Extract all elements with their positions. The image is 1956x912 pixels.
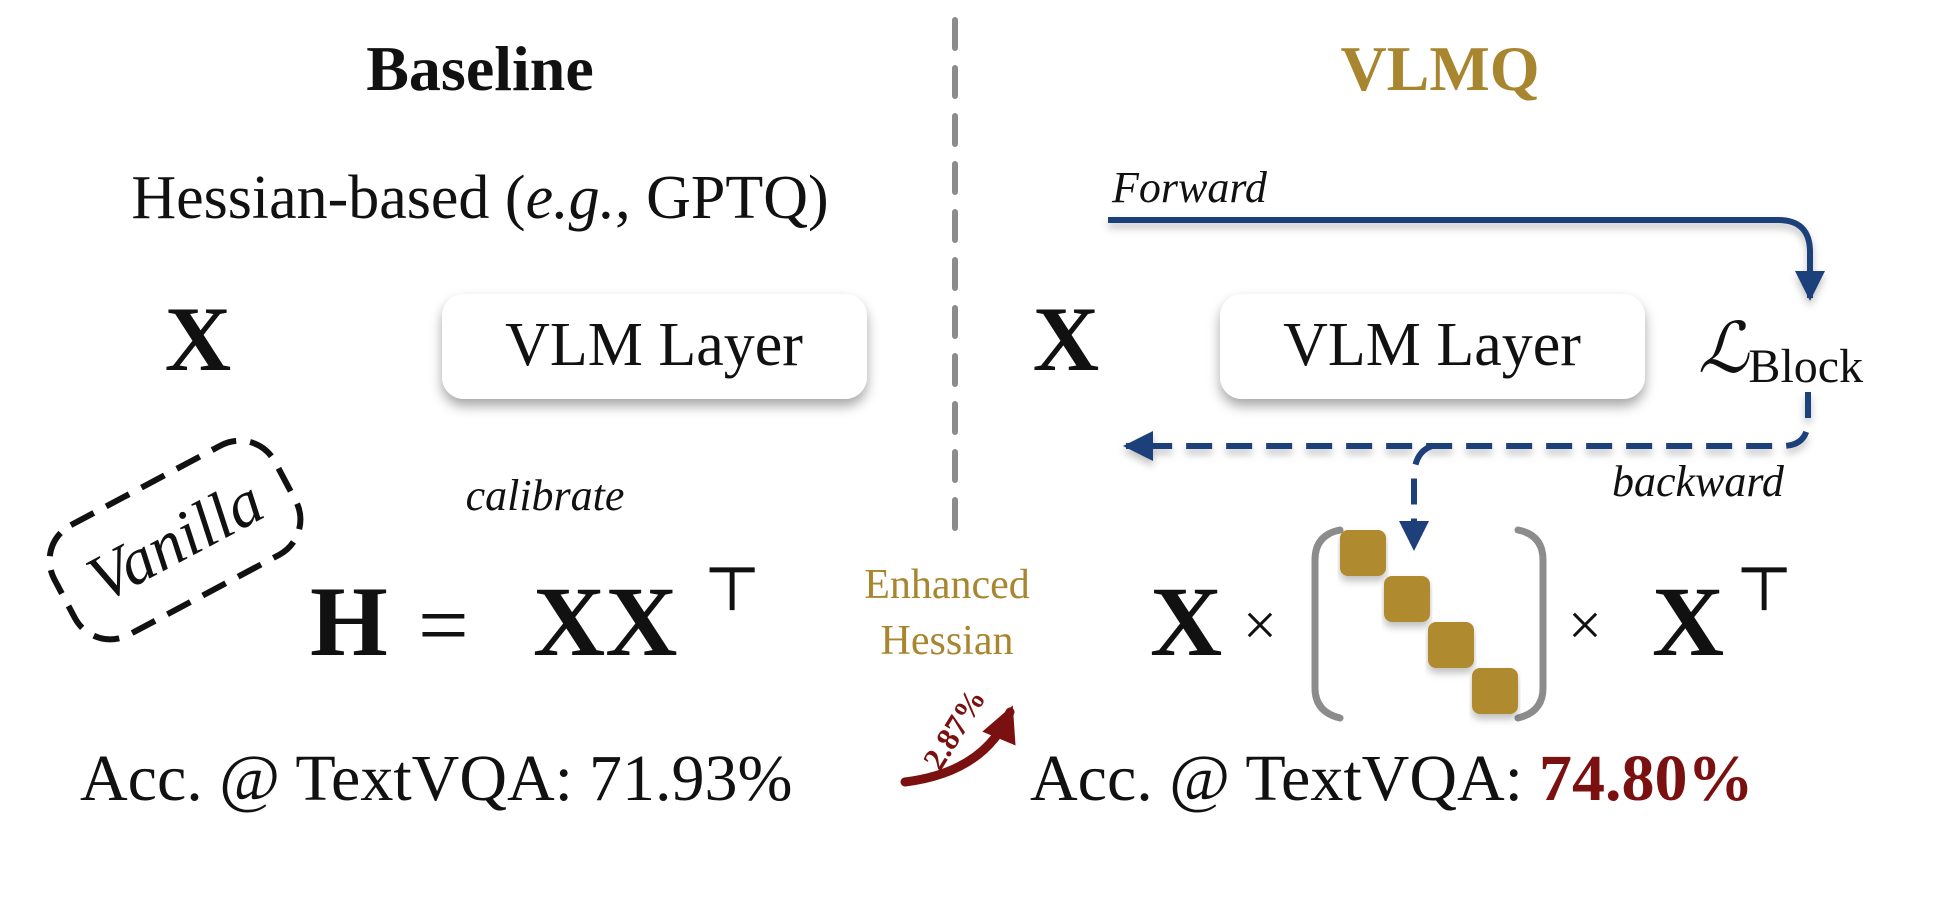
gain-label: 2.87% (915, 682, 992, 776)
loss-block: ℒBlock (1698, 311, 1863, 393)
vlmq-title: VLMQ (1340, 33, 1539, 104)
vanilla-tag: Vanilla (46, 437, 304, 643)
backward-arrow (1123, 392, 1811, 461)
formula-times-left: × (1243, 592, 1277, 658)
enhanced-hessian-formula: X × × X ⊤ (1150, 526, 1793, 722)
gain-arrow (900, 705, 1016, 787)
formula-x-right: X (1652, 566, 1724, 677)
formula-times-right: × (1568, 592, 1602, 658)
formula-h: H (310, 566, 388, 677)
matrix-bracket-left (1311, 526, 1344, 722)
baseline-vlm-layer-box: VLM Layer (442, 294, 867, 399)
baseline-accuracy: Acc. @ TextVQA:71.93% (80, 742, 793, 815)
diag-block-3 (1428, 622, 1474, 668)
baseline-title: Baseline (366, 33, 594, 104)
vlmq-vlm-layer-box: VLM Layer (1220, 294, 1645, 399)
diag-block-1 (1340, 530, 1386, 576)
matrix-bracket-right (1514, 526, 1547, 722)
forward-arrow (1108, 217, 1825, 301)
backward-branch-arrow (1399, 443, 1434, 551)
baseline-input-x: X (165, 288, 231, 390)
vlmq-vlm-layer-label: VLM Layer (1283, 311, 1581, 379)
hessian-label: Hessian (881, 618, 1014, 664)
diag-block-2 (1384, 576, 1430, 622)
vlmq-input-x: X (1033, 288, 1099, 390)
calibrate-label: calibrate (466, 471, 625, 520)
formula-transpose-right: ⊤ (1735, 556, 1793, 624)
formula-transpose: ⊤ (703, 556, 761, 624)
formula-xx: XX (533, 566, 677, 677)
forward-label: Forward (1111, 163, 1268, 212)
baseline-subtitle: Hessian-based (e.g., GPTQ) (131, 164, 828, 232)
hessian-formula: H = XX ⊤ (310, 556, 761, 677)
vlmq-accuracy: Acc. @ TextVQA:74.80% (1030, 742, 1754, 815)
enhanced-label: Enhanced (864, 562, 1030, 608)
backward-label: backward (1612, 457, 1785, 506)
vanilla-label: Vanilla (76, 464, 275, 616)
formula-equals: = (418, 576, 469, 675)
baseline-vlm-layer-label: VLM Layer (505, 311, 803, 379)
diag-block-4 (1472, 668, 1518, 714)
formula-x-left: X (1150, 566, 1222, 677)
